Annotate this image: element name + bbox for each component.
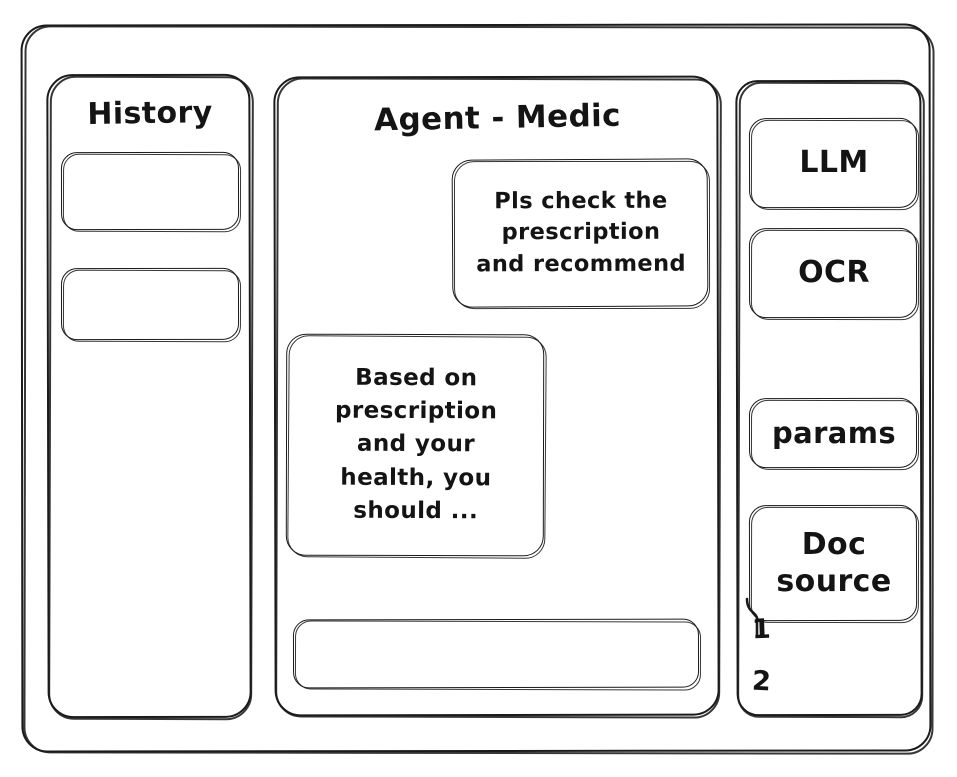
doc-source-ref-2[interactable]: 2 <box>751 665 772 698</box>
tool-card-llm[interactable]: LLM <box>750 118 918 208</box>
tool-card-llm-label: LLM <box>799 145 869 181</box>
history-panel-title: History <box>87 95 213 132</box>
history-list-item[interactable] <box>62 268 240 340</box>
history-list-item[interactable] <box>62 152 240 230</box>
chat-message-user: Pls check the prescription and recommend <box>453 159 710 308</box>
chat-message-agent-text: Based on prescription and your health, y… <box>334 364 498 525</box>
message-input[interactable] <box>294 619 700 688</box>
doc-source-ref-1[interactable]: 1 <box>751 613 772 646</box>
tool-card-ocr[interactable]: OCR <box>750 228 918 318</box>
tool-card-params-label: params <box>771 415 897 450</box>
tool-card-ocr-label: OCR <box>798 255 870 291</box>
chat-message-user-text: Pls check the prescription and recommend <box>476 188 687 277</box>
tool-card-doc-source[interactable]: Doc source <box>750 505 918 621</box>
chat-message-agent: Based on prescription and your health, y… <box>287 333 546 556</box>
tool-card-doc-source-label: Doc source <box>776 526 892 600</box>
tool-card-params[interactable]: params <box>750 398 918 468</box>
